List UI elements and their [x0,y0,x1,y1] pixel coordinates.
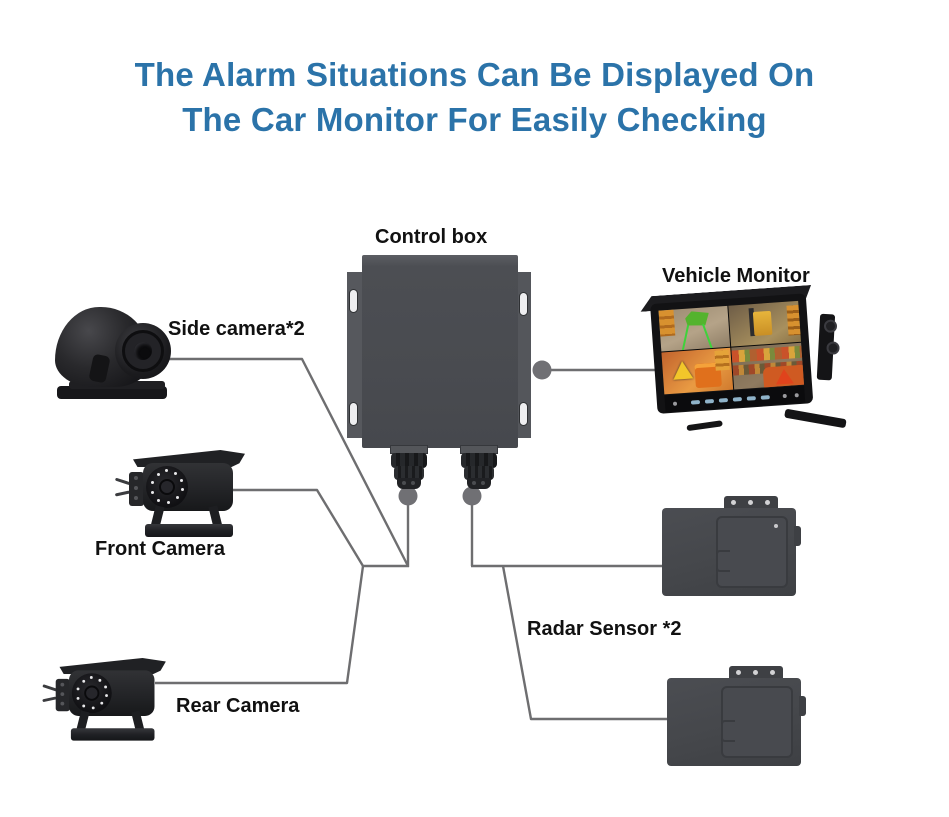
side-camera-device [55,303,175,403]
gland-tip [467,478,491,489]
monitor-stand-foot [686,420,723,432]
monitor-frame [650,293,814,414]
bracket-foot [70,728,155,741]
monitor-button [760,395,770,400]
monitor-button [718,398,729,403]
front-camera-face [146,466,188,508]
radar-indicator [774,524,778,528]
stand-knob [826,341,840,355]
monitor-feed-side [728,300,802,347]
vehicle-monitor-device [648,286,847,432]
radar-panel-notch [721,720,735,742]
control-box-left-flange [347,272,363,438]
radar-sensor-2-device [663,666,806,766]
gland-rib [394,466,424,480]
page-title: The Alarm Situations Can Be Displayed On… [0,52,949,142]
control-box-body [362,255,518,448]
lens-iris [134,342,152,360]
wire-radar-2 [501,565,676,721]
rear-camera-mount-plate [55,678,70,712]
front-camera-label: Front Camera [95,538,226,560]
front-camera-housing [143,463,233,511]
mount-slot [519,292,528,316]
monitor-screen [658,300,805,395]
wire-front-camera [233,488,409,568]
mount-slot [349,289,358,313]
side-camera-label: Side camera*2 [168,318,305,340]
monitor-button [690,399,701,405]
radar-bracket [729,666,783,680]
wire-rear-camera [155,565,365,685]
front-camera-cable [114,490,131,497]
rear-camera-cable [42,696,57,703]
gland-nut [391,453,427,468]
gland-nut [461,453,497,468]
side-camera-base [57,386,167,399]
radar-sensor-1-device [658,496,801,596]
radar-body [667,678,806,766]
radar-sensor-label: Radar Sensor *2 [527,618,682,640]
radar-panel-notch [716,550,730,572]
radar-side-tab [794,526,801,546]
gland-tip [397,478,421,489]
mount-slot [349,402,358,426]
rear-camera-device [42,658,170,745]
rear-camera-label: Rear Camera [176,695,300,717]
title-line-1: The Alarm Situations Can Be Displayed On [134,56,815,93]
front-camera-mount-plate [129,472,144,506]
ir-sensor [794,393,799,398]
monitor-button [732,397,743,402]
vehicle-monitor-label: Vehicle Monitor [662,265,810,287]
bracket-foot [145,524,233,537]
front-camera-device [114,450,249,542]
radar-body [662,508,801,596]
lens-iris [159,479,175,495]
control-box-right-flange [517,272,531,438]
monitor-button [704,398,715,404]
monitor-feed-rear [661,347,734,395]
lens-iris [84,685,100,701]
monitor-stand-base [784,408,847,429]
rear-camera-housing [69,670,155,716]
side-camera-lens [115,323,171,379]
connector-dot-monitor [532,360,552,380]
title-line-2: The Car Monitor For Easily Checking [182,101,767,138]
radar-panel [721,686,793,758]
monitor-feed-front [658,305,731,352]
monitor-feed-warehouse [731,342,805,390]
radar-panel [716,516,788,588]
gland-rib [464,466,494,480]
radar-side-tab [799,696,806,716]
stand-knob [823,319,838,334]
lens-ring [122,330,164,372]
control-box-device [347,255,531,491]
control-box-label: Control box [375,226,488,248]
radar-bracket [724,496,778,510]
power-led [672,401,678,406]
mount-slot [519,402,528,426]
rear-camera-face [71,673,112,714]
monitor-button [746,396,756,401]
ir-sensor [782,393,787,399]
